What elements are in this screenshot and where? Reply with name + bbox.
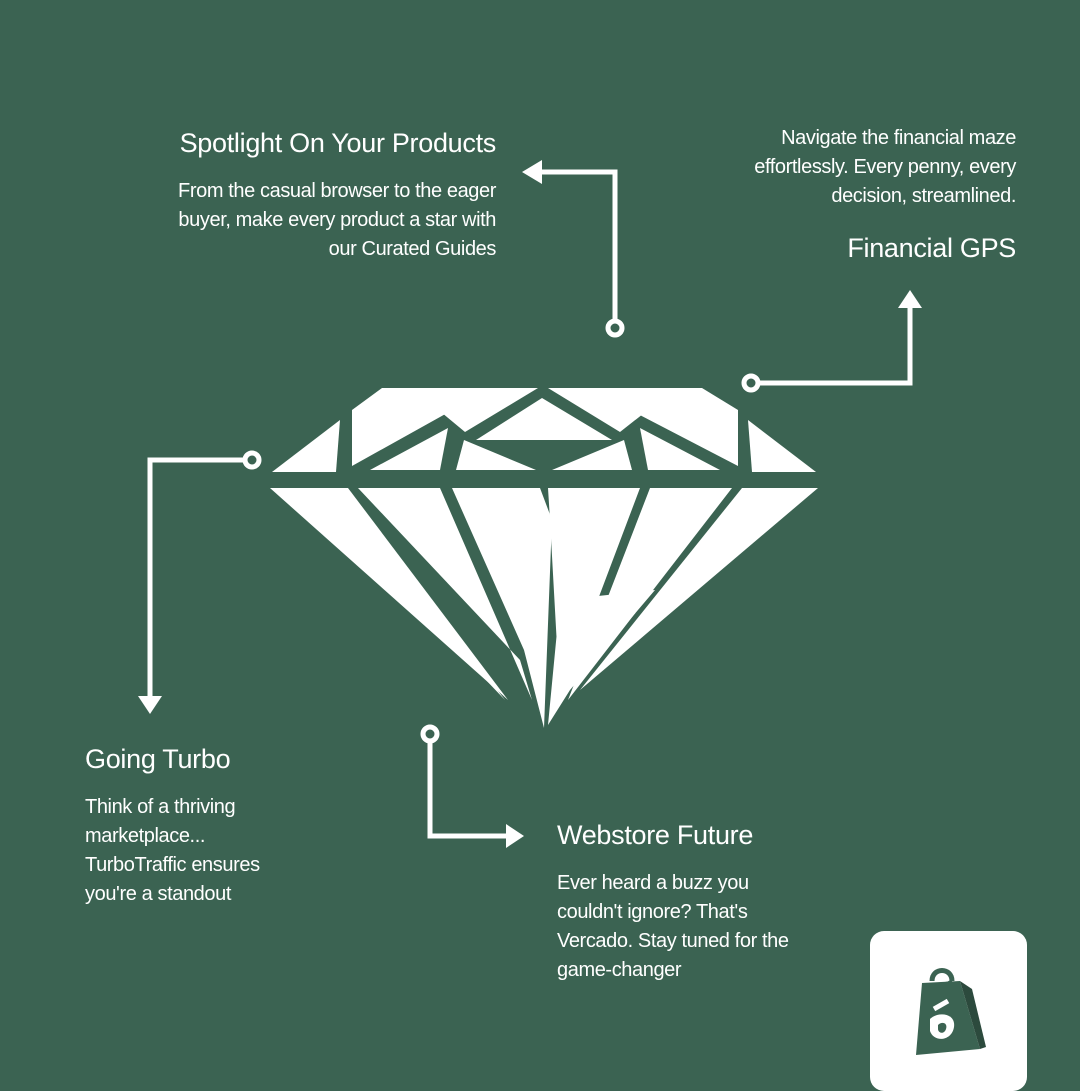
brand-logo-card [870,931,1027,1091]
webstore-future-body: Ever heard a buzz you couldn't ignore? T… [557,872,789,981]
node-turbo [242,450,262,470]
connector-spotlight [540,169,618,320]
spotlight-body: From the casual browser to the eager buy… [178,180,496,260]
arrow-left-icon [522,160,542,184]
diamond-icon [270,388,818,728]
shopping-bag-logo-icon [916,968,986,1055]
arrow-down-icon [138,696,162,714]
arrow-up-icon [898,290,922,308]
connector-gps [758,306,913,386]
connector-lines [147,169,913,839]
spotlight-title: Spotlight On Your Products [179,128,497,158]
arrow-heads [138,160,922,848]
connector-nodes [242,318,761,744]
spotlight-section: Spotlight On Your Products From the casu… [150,128,496,264]
financial-gps-body: Navigate the financial maze effortlessly… [754,127,1016,207]
node-webstore [420,724,440,744]
going-turbo-title: Going Turbo [85,744,231,774]
going-turbo-section: Going Turbo Think of a thriving marketpl… [85,744,285,909]
webstore-future-section: Webstore Future Ever heard a buzz you co… [557,820,817,985]
node-gps [741,373,761,393]
financial-gps-title: Financial GPS [847,233,1016,263]
connector-turbo [147,457,245,698]
webstore-future-title: Webstore Future [557,820,754,850]
financial-gps-section: Navigate the financial maze effortlessly… [700,124,1016,264]
arrow-right-icon [506,824,524,848]
node-spotlight [605,318,625,338]
connector-webstore [427,742,508,839]
going-turbo-body: Think of a thriving marketplace... Turbo… [85,796,260,905]
